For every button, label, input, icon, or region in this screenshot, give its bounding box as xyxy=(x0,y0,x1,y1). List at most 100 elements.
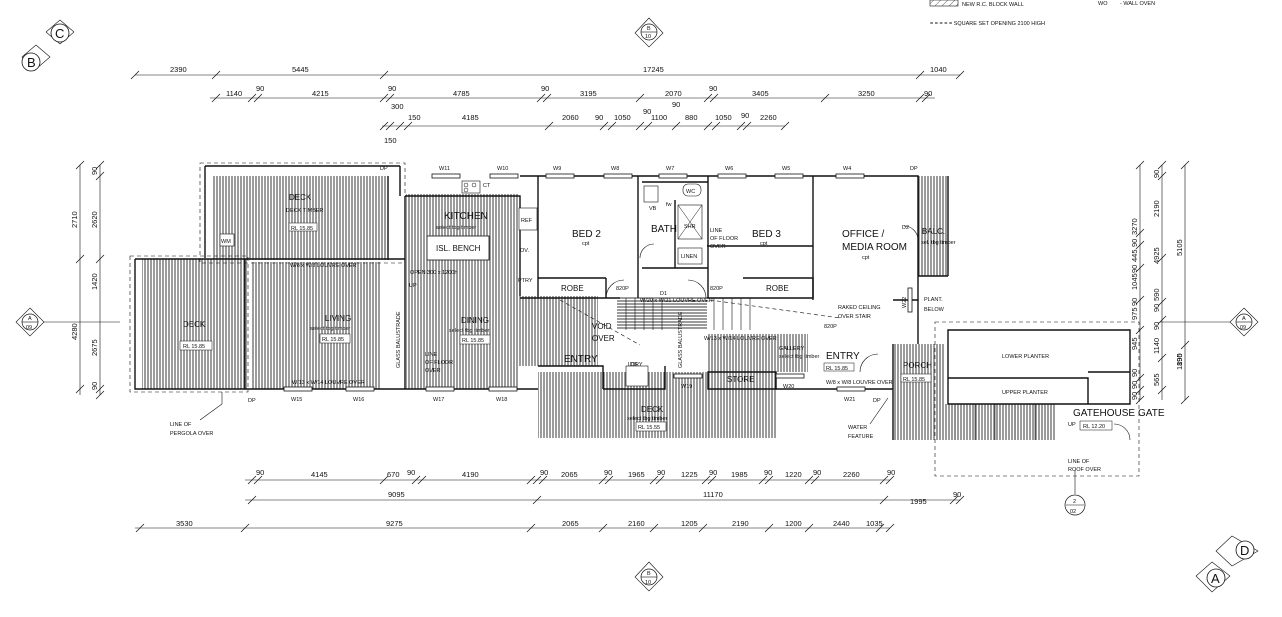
dim-bot3-1200: 1200 xyxy=(785,519,802,528)
dim-bot1-6: 2065 xyxy=(561,470,578,479)
window-label-w7: W7 xyxy=(666,166,674,172)
stair-treads xyxy=(625,298,1036,440)
dim-tick xyxy=(1157,315,1167,325)
b-top-num: 10 xyxy=(645,34,651,40)
dim-top2-90e: 90 xyxy=(924,89,932,98)
lower-planter-label: LOWER PLANTER xyxy=(1002,354,1049,360)
entry2-name: ENTRY xyxy=(826,351,860,362)
dim-tick xyxy=(544,121,554,131)
plant-name2: BELOW xyxy=(924,307,945,313)
deck-left-rl: RL 15.85 xyxy=(183,344,205,350)
dim-bot1-2: 670 xyxy=(387,470,400,479)
gatehouse-rl: RL 12.20 xyxy=(1083,424,1105,430)
wm-box xyxy=(219,233,235,247)
dim-left-2675: 2675 xyxy=(90,339,99,356)
wc-fixture xyxy=(682,183,702,197)
dim-tick xyxy=(379,70,389,80)
window-w18: W18 xyxy=(488,386,518,403)
dim-tick xyxy=(1157,385,1167,395)
dim-tick xyxy=(240,523,250,533)
dim-bot3-1035: 1035 xyxy=(866,519,883,528)
dim-top2-90c: 90 xyxy=(541,84,549,93)
window-w5: W5 xyxy=(774,166,804,179)
window-w15: W15 xyxy=(283,386,313,403)
dim-bot3-2065: 2065 xyxy=(562,519,579,528)
dim-tick xyxy=(536,93,546,103)
dim-right-3270: 3270 xyxy=(1130,218,1139,235)
window-label-w17: W17 xyxy=(433,397,444,403)
dim-tick xyxy=(915,70,925,80)
bed2-sub: cpt xyxy=(582,241,590,247)
dim-right-90b: 90 xyxy=(1130,239,1139,247)
dim-top3-1050a: 1050 xyxy=(614,113,631,122)
balc-sub: sel. tbg timber xyxy=(921,240,956,246)
dim-right-1140: 1140 xyxy=(1152,338,1161,354)
island-bench-label: ISL. BENCH xyxy=(436,244,481,253)
dim-tick xyxy=(1157,353,1167,363)
dim-tick xyxy=(599,121,609,131)
dim-tick xyxy=(130,70,140,80)
balc-label: BALC. sel. tbg timber xyxy=(921,227,956,246)
dim-tick xyxy=(247,475,257,485)
dim-tick xyxy=(1157,171,1167,181)
dim-tick xyxy=(75,254,85,264)
dims-top-row3: 300 150 4185 2060 90 1050 90 1100 880 10… xyxy=(384,100,777,145)
b-top-letter: B xyxy=(647,26,651,32)
window-label-w19: W19 xyxy=(681,384,692,390)
window-label-w10: W10 xyxy=(497,166,508,172)
window-w16: W16 xyxy=(345,386,375,403)
deck-bottom-name: DECK xyxy=(641,405,664,414)
dim-right-90i: 90 xyxy=(1130,392,1139,400)
dim-right-90f: 90 xyxy=(1152,322,1161,330)
fridge xyxy=(518,207,538,231)
deck-top-rl: RL 15.85 xyxy=(291,226,313,232)
dim-top2-90a: 90 xyxy=(256,84,264,93)
plant-name: PLANT. xyxy=(924,297,943,303)
dim-tick xyxy=(635,93,645,103)
dim-tick xyxy=(598,523,608,533)
ldry-label: LDRY xyxy=(628,362,643,368)
section-marker-2: 2 02 xyxy=(1064,470,1086,516)
dim-top2-3405: 3405 xyxy=(752,89,769,98)
dim-tick xyxy=(526,475,536,485)
dim-right-2190: 2190 xyxy=(1152,200,1161,217)
louvre-1: W/8 x W/8 LOUVRE OVER xyxy=(290,263,357,269)
section-marker-a-right: A 09 xyxy=(1160,307,1259,337)
floor-over-2a: LINE xyxy=(425,352,438,358)
ov-label: OV. xyxy=(520,248,529,254)
dim-tick xyxy=(885,475,895,485)
ref-label: REF xyxy=(521,218,533,224)
dim-tick xyxy=(709,93,719,103)
corner-tl-b: B xyxy=(27,55,36,70)
entry1-label: ENTRY xyxy=(564,354,598,365)
living-rl: RL 15.85 xyxy=(322,337,344,343)
island-bench xyxy=(426,235,490,261)
kitchen-sub: select tbg timber xyxy=(436,225,477,231)
raked-a: RAKED CEILING xyxy=(838,305,880,311)
dim-top3-4185: 4185 xyxy=(462,113,479,122)
dining-extension-area xyxy=(518,296,598,366)
balustrade-2: GLASS BALUSTRADE xyxy=(678,311,684,368)
notes: LINE OF FLOOR OVER LINE OF FLOOR OVER LI… xyxy=(170,166,1101,473)
dim-tick xyxy=(879,475,889,485)
corner-br-a: A xyxy=(1211,571,1220,586)
legend-wall-oven: - WALL OVEN xyxy=(1120,1,1155,7)
dim-right-195: 195 xyxy=(1175,353,1184,366)
roof-b: ROOF OVER xyxy=(1068,467,1101,473)
dimension-lines xyxy=(79,74,1186,529)
floor-over-1c: OVER xyxy=(710,244,726,250)
dim-bot1-11: 90 xyxy=(709,468,717,477)
office-name2: MEDIA ROOM xyxy=(842,242,907,253)
dim-top3-150: 150 xyxy=(408,113,421,122)
living-label: LIVING select tbg timber RL 15.85 xyxy=(310,314,351,344)
cooktop xyxy=(461,180,481,194)
a-left-letter: A xyxy=(28,316,32,322)
dim-bot1-13: 90 xyxy=(764,468,772,477)
dim-tick xyxy=(1157,253,1167,263)
living-name: LIVING xyxy=(325,314,351,323)
dim-right-90c: 90 xyxy=(1130,265,1139,273)
door-swings xyxy=(605,225,1131,441)
dining-sub: select tbg timber xyxy=(449,328,490,334)
